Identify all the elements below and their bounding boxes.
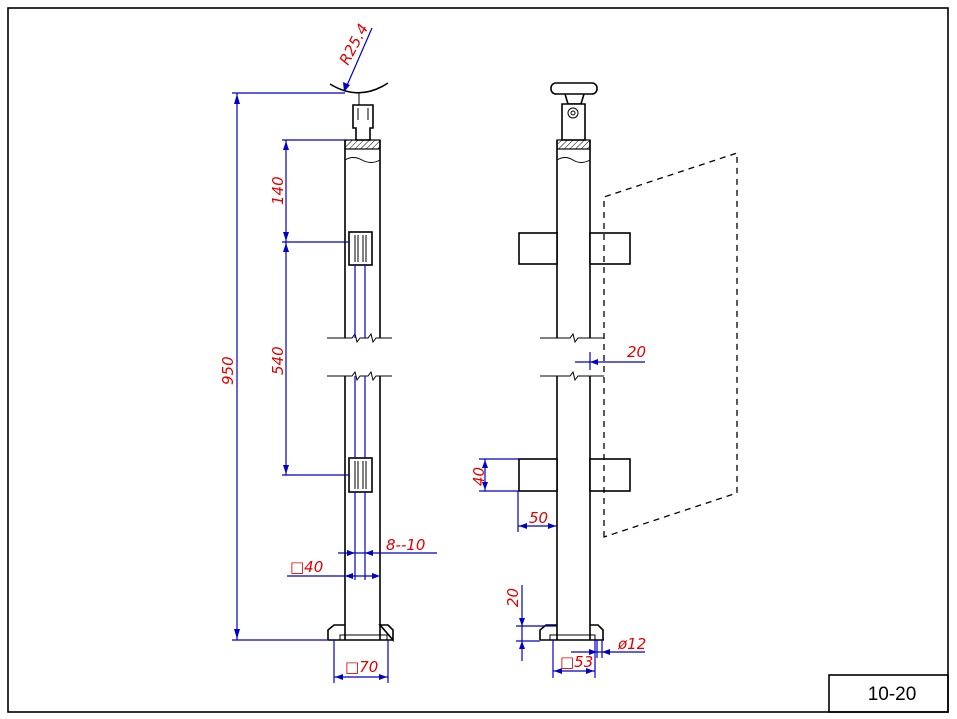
front-view-post [327, 82, 394, 643]
svg-text:540: 540 [269, 346, 287, 375]
dimension-glass-thickness: 8--10 [338, 536, 437, 556]
svg-text:40: 40 [470, 467, 488, 486]
glass-lines [354, 265, 366, 580]
svg-text:ø12: ø12 [617, 635, 646, 653]
svg-text:20: 20 [504, 588, 522, 607]
dimension-bolt-diameter: ø12 [571, 635, 646, 658]
svg-text:□53: □53 [560, 653, 593, 671]
side-view-post [518, 82, 738, 641]
handrail-saddle [329, 82, 389, 94]
clamp-bar [589, 458, 631, 492]
clamp-bar [518, 232, 558, 265]
svg-text:□40: □40 [290, 558, 323, 576]
post-tube [556, 140, 591, 640]
base-plate [327, 624, 394, 643]
dimension-bar-height: 40 [470, 458, 519, 492]
drawing-number: 10-20 [868, 684, 917, 705]
svg-text:20: 20 [627, 343, 646, 361]
handrail-mount-plate [550, 82, 598, 95]
dimension-top-to-clamp: 140 [269, 139, 349, 243]
title-block: 10-20 [828, 674, 949, 713]
post-tube [344, 140, 381, 640]
svg-text:950: 950 [219, 356, 237, 385]
dimension-post-size: □40 [287, 558, 380, 579]
svg-text:50: 50 [529, 509, 548, 527]
clamp-bar [589, 232, 631, 265]
svg-text:140: 140 [269, 176, 287, 205]
dimension-base-height: 20 [504, 585, 557, 661]
svg-text:R25.4: R25.4 [336, 21, 372, 68]
dimension-bar-length: 50 [517, 491, 557, 532]
drawing-frame [7, 7, 949, 713]
dimension-total-height: 950 [219, 92, 345, 641]
glass-clamp [348, 231, 373, 266]
svg-text:8--10: 8--10 [386, 536, 425, 554]
glass-clamp [348, 457, 373, 493]
dimension-base-size: □70 [333, 640, 389, 683]
dimension-clamp-spacing: 540 [269, 242, 349, 476]
handrail-bracket [352, 104, 374, 141]
dimension-glass-offset: 20 [575, 343, 646, 370]
base-plate [539, 624, 604, 640]
dimension-bolt-spacing: □53 [552, 640, 596, 678]
end-cap [344, 139, 381, 150]
svg-text:□70: □70 [345, 658, 378, 676]
clamp-bar [518, 458, 558, 492]
dimension-radius: R25.4 [336, 21, 373, 92]
end-cap [556, 139, 591, 150]
